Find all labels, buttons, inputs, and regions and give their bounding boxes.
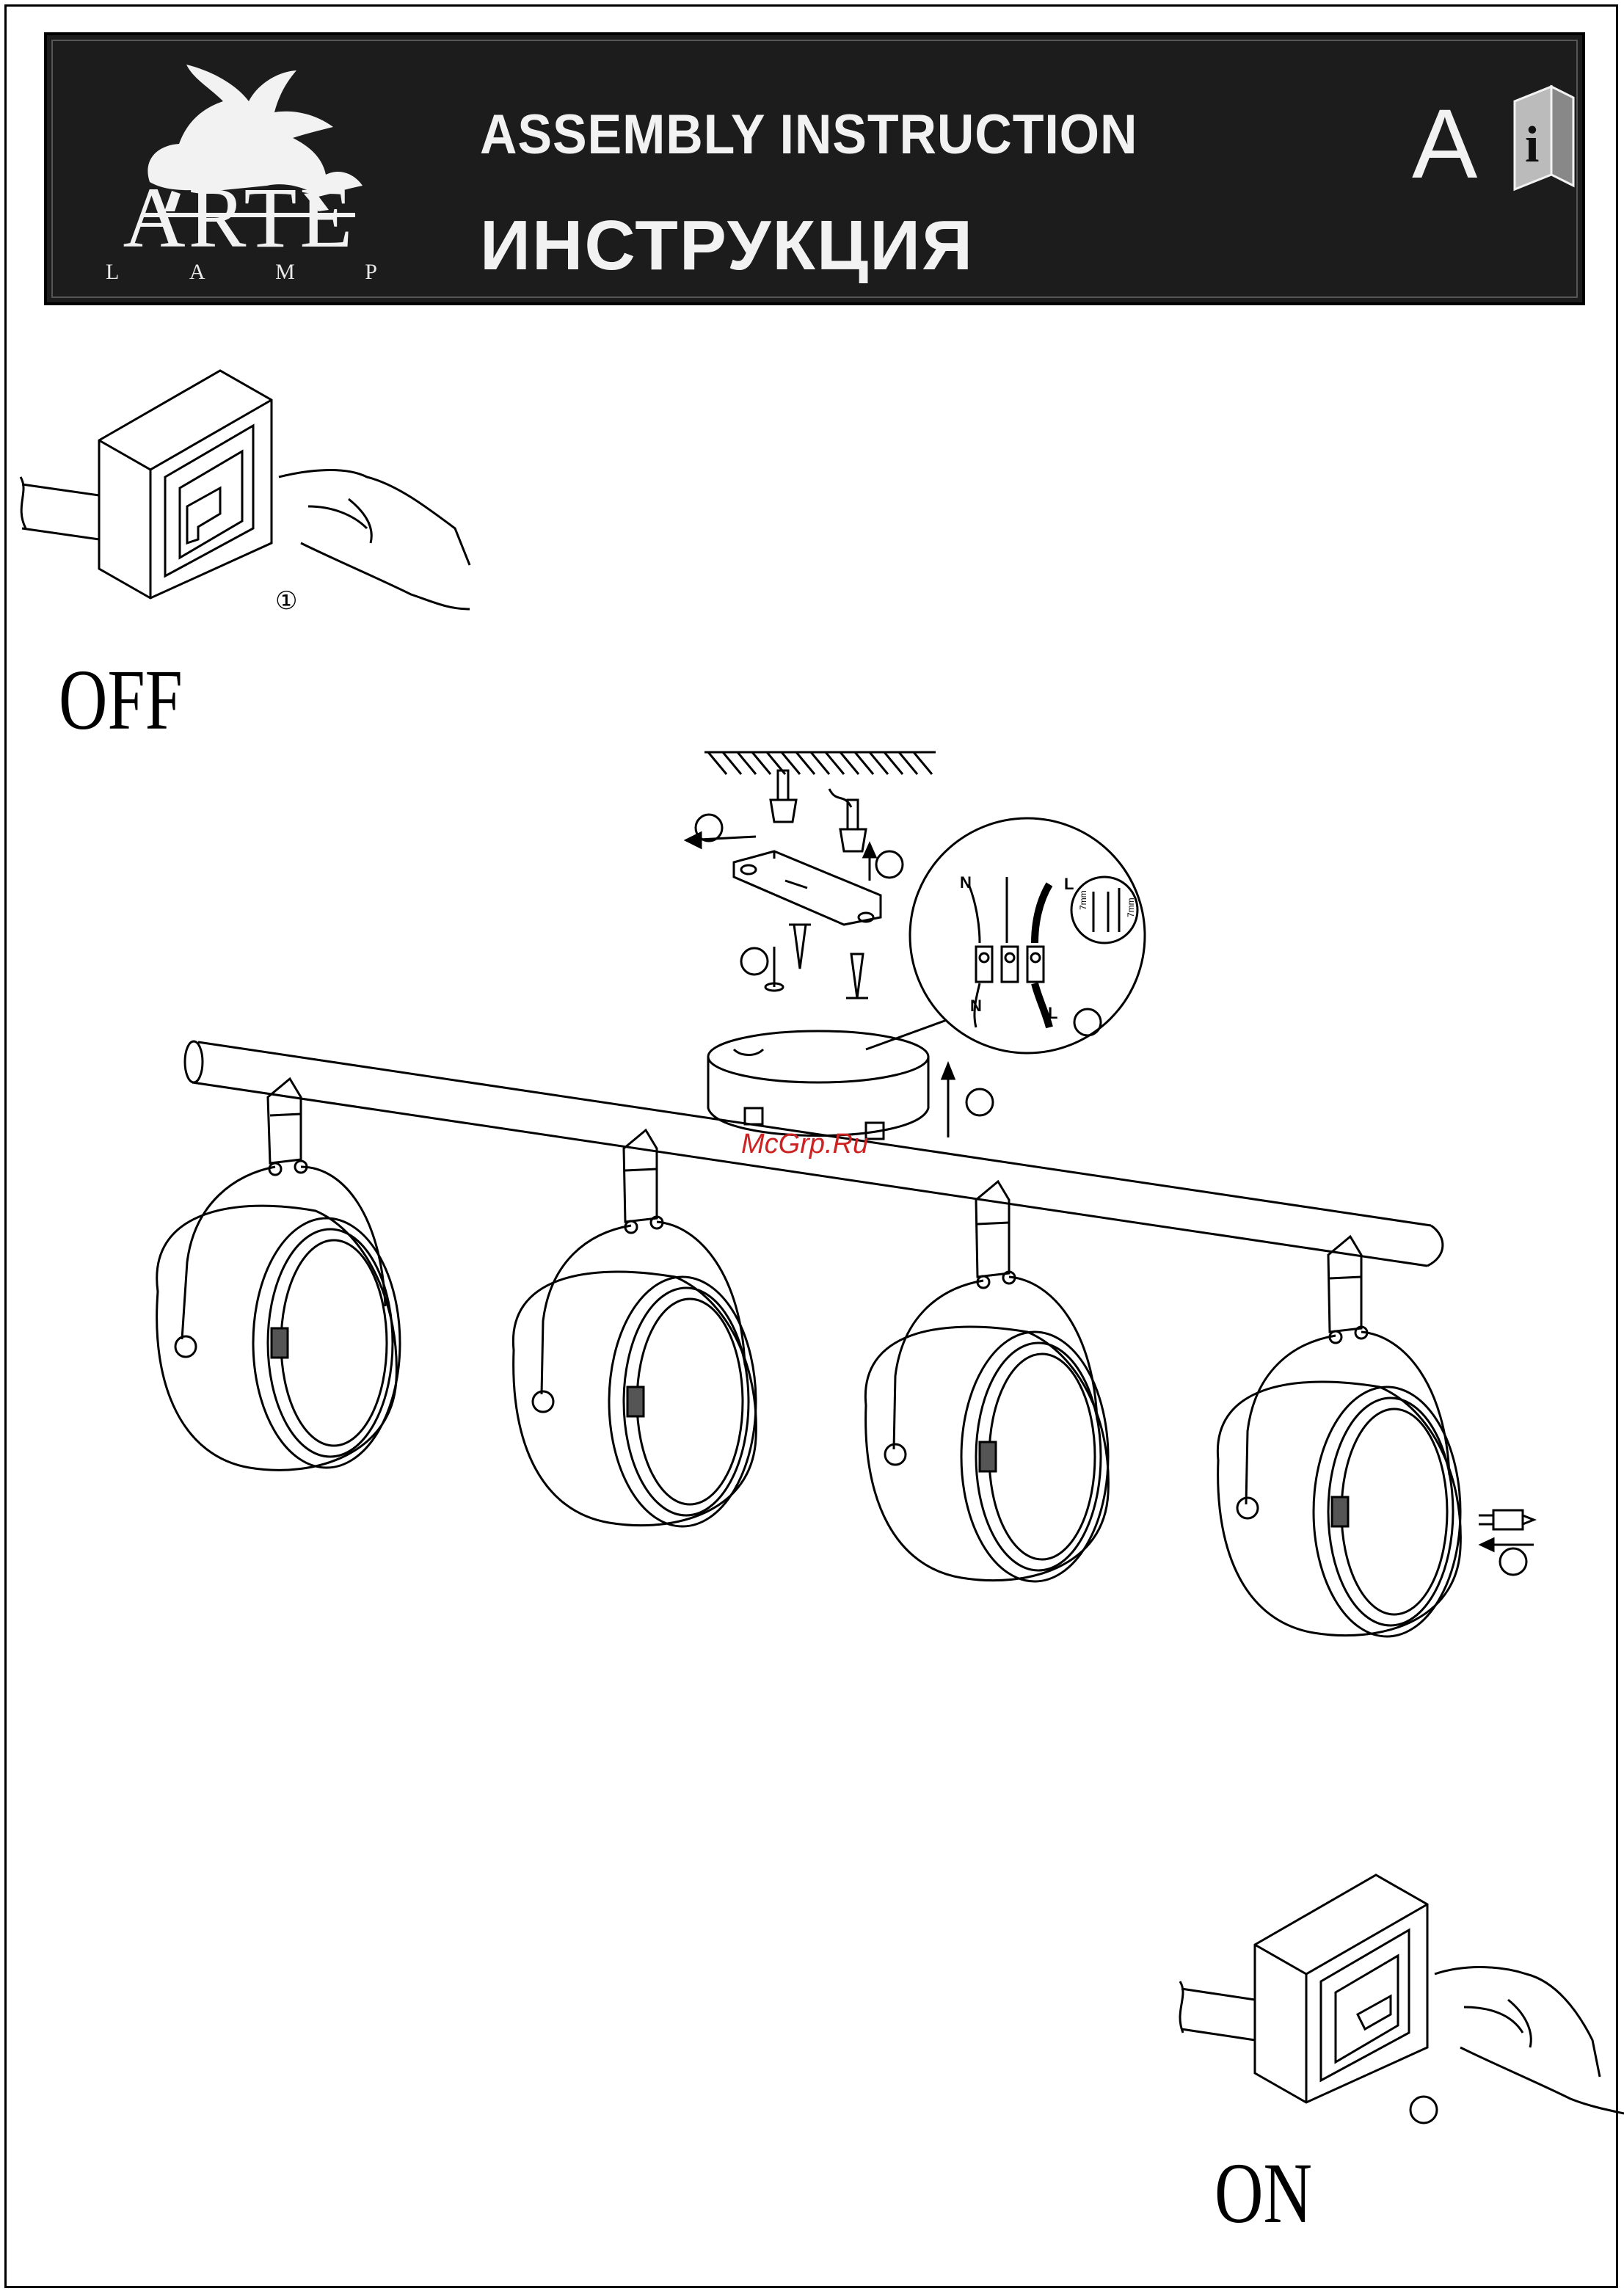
step-circle [876,851,903,878]
wire-label-neutral-top: N [960,873,972,892]
wire-label-neutral-bottom: N [970,997,982,1015]
spotlight-head [865,1181,1108,1581]
step-circle [741,948,768,975]
step-circle [966,1089,993,1115]
screws [789,925,868,998]
step-number-off: ① [275,587,297,615]
wiring-detail-magnifier [866,818,1145,1053]
watermark: McGrp.Ru [741,1129,868,1160]
on-label: ON [1215,2150,1312,2237]
off-label: OFF [59,657,183,743]
spotlight-head [157,1079,400,1470]
spotlight-head [513,1130,756,1526]
ceiling-hatch [704,752,936,774]
bulb-insertion [1479,1510,1534,1575]
wire-label-live-bottom: L [1048,1004,1057,1022]
wall-plugs [771,771,866,851]
step-circle [1074,1009,1101,1035]
wall-switch-off [21,371,470,609]
strip-length-label: 7mm [1126,897,1136,917]
spotlight-head [1217,1237,1460,1636]
strip-length-label: 7mm [1078,890,1088,910]
wire-label-live-top: L [1064,875,1074,893]
wall-switch-on [1180,1875,1624,2123]
mounting-bracket [734,851,881,925]
